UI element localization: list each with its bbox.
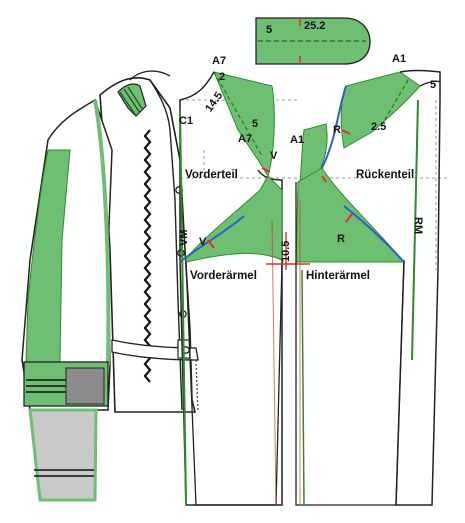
center-front-label: VM	[178, 229, 190, 247]
cap-height-label: 10.5	[280, 240, 292, 262]
sleeve-green-outline	[93, 99, 111, 366]
cap-height-marker	[266, 232, 310, 270]
jacket-illustration	[21, 70, 199, 502]
front-neck-dashed	[213, 71, 263, 157]
front-sleeve-title: Vorderärmel	[190, 270, 257, 282]
front-pattern	[179, 71, 450, 506]
front-sleeve-body	[185, 261, 283, 506]
back-shoulder-offset-label: 2.5	[371, 121, 387, 133]
back-neck-dashed	[379, 79, 409, 129]
back-panel-title: Rückenteil	[356, 169, 415, 181]
back-armhole-notch-label: R	[333, 124, 341, 136]
back-neck-offset-label: 5	[430, 79, 437, 91]
shoulder-offset-label: 5	[252, 118, 259, 130]
shoulder-point-label: C1	[179, 115, 194, 127]
center-front-line	[179, 109, 187, 506]
second-sleeve-stripes	[34, 469, 94, 477]
jacket-waistband	[111, 339, 199, 361]
jacket-second-sleeve	[28, 408, 98, 502]
zipper-icon	[143, 129, 152, 383]
cuff-patch	[65, 367, 105, 405]
front-panel-title: Vorderteil	[185, 169, 238, 181]
front-sleeve-seam	[179, 215, 245, 263]
collar-width-label: 2	[219, 71, 226, 83]
back-pattern	[295, 69, 441, 506]
back-neck-curve	[419, 80, 441, 87]
back-sleeve-body	[295, 182, 405, 506]
back-armhole-seam	[321, 85, 347, 169]
back-neck-point-label: A1	[392, 53, 407, 65]
back-notch-mark	[345, 213, 353, 223]
front-notch-label: V	[270, 150, 278, 162]
back-notch-mark	[321, 175, 327, 183]
button-icon	[177, 249, 185, 257]
inset-shape	[255, 17, 371, 65]
back-sleeve-green-edge	[301, 269, 305, 506]
inset-length-label: 25.2	[304, 20, 326, 32]
inset-width-label: 5	[266, 24, 273, 36]
front-shoulder-green	[213, 71, 275, 178]
jacket-shoulder-arc	[129, 70, 171, 81]
center-back-label: RM	[412, 217, 424, 235]
cuff-stripes	[26, 379, 66, 393]
front-sleeve-notch-label: V	[199, 236, 207, 248]
front-sleeve-red-edge	[271, 219, 277, 506]
back-sleeve-seam	[343, 205, 405, 263]
inset-piece	[255, 17, 371, 65]
front-armhole-point-label: A7	[238, 133, 253, 145]
front-sleeve-cap-green	[185, 175, 283, 263]
jacket-front-edge	[149, 79, 183, 411]
back-bodice-outline	[395, 69, 441, 506]
back-shoulder-green	[340, 71, 421, 149]
back-armhole-point-label: A1	[290, 134, 305, 146]
front-notch-mark	[261, 167, 271, 173]
stitch-line	[195, 359, 199, 413]
jacket-collar-stripes	[119, 86, 144, 117]
back-sleeve-cap-green	[295, 167, 406, 263]
back-sleeve-title: Hinterärmel	[306, 270, 370, 282]
front-neck-point-label: A7	[212, 55, 227, 67]
center-back-line	[411, 99, 419, 361]
back-notch-mark	[341, 129, 351, 135]
back-sleeve-notch-label: R	[337, 233, 345, 245]
front-notch-mark	[207, 239, 215, 249]
